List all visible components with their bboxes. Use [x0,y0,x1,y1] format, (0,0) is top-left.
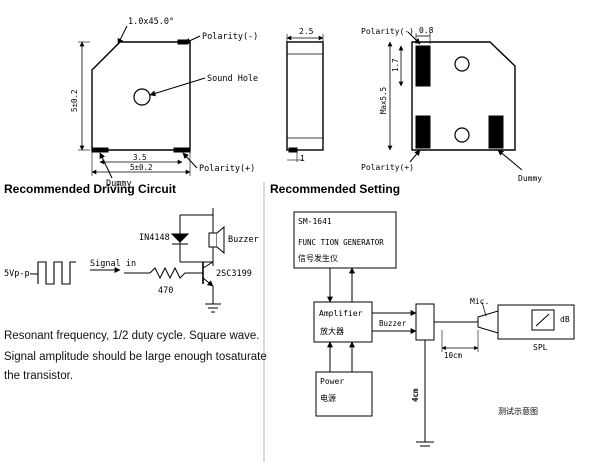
spl-label: SPL [533,343,548,352]
distance-label: 10cm [444,351,463,360]
amplifier-cn-label: 放大器 [320,326,344,336]
pad-dim-label: 0.8 [419,26,434,35]
sound-hole-icon [133,88,151,106]
polarity-plus-pad [173,147,191,153]
function-generator-box [293,211,397,269]
height-label: 4cm [411,388,420,402]
locating-hole-icon [454,127,470,143]
polarity-minus-pad [415,45,431,87]
buzzer-under-test [415,303,435,341]
driving-description-line1: Resonant frequency, 1/2 duty cycle. Squa… [4,330,260,342]
driving-description-line3: the transistor. [4,370,74,382]
diode-icon [170,233,190,243]
driving-circuit [30,208,225,313]
power-box [315,371,373,417]
generator-cn-label: 信号发生仪 [298,253,338,263]
width-dim-label: 5±0.2 [130,163,153,172]
power-label: Power [320,377,344,386]
dummy-pad-bottom [488,115,504,149]
front-body [91,41,191,151]
front-view [78,25,206,179]
amplifier-label: Amplifier [319,309,363,318]
diode-label: IN4148 [139,233,170,243]
side-width-label: 2.5 [299,27,314,36]
mic-label: Mic. [470,297,489,306]
locating-hole-icon [454,56,470,72]
front-dummy-label: Dummy [106,179,132,189]
driving-circuit-heading: Recommended Driving Circuit [4,182,176,196]
buzzer-icon [208,232,218,248]
square-wave-icon [37,261,76,285]
pitch-dim-label: 3.5 [133,153,147,162]
amplifier-box [313,301,373,343]
front-polarity-minus-label: Polarity(-) [202,32,258,42]
meter-unit-label: dB [560,315,570,324]
generator-name-label: FUNC TION GENERATOR [298,238,384,247]
bottom-view [387,31,523,171]
pad-height-label: 1.7 [391,58,400,72]
height-dim-label: 5±0.2 [70,89,79,112]
microphone-icon [477,310,499,334]
bottom-polarity-plus-label: Polarity(+) [361,163,414,172]
bottom-polarity-minus-label: Polarity(-) [361,27,414,36]
bottom-dummy-label: Dummy [518,174,542,183]
side-view [286,34,324,162]
side-foot-label: 1 [300,154,305,163]
front-polarity-plus-label: Polarity(+) [199,164,255,174]
setting-diagram [293,211,575,447]
side-body [286,41,324,151]
resistor-icon [149,266,203,280]
max-dim-label: Max5.5 [379,87,388,114]
signal-in-label: Signal in [90,259,136,269]
setting-caption: 测试示意图 [498,406,538,416]
setting-buzzer-label: Buzzer [379,319,407,328]
sound-hole-label: Sound Hole [207,74,258,84]
generator-model-label: SM-1641 [298,217,332,226]
power-cn-label: 电源 [320,393,336,403]
driving-description-line2: Signal amplitude should be large enough … [4,351,267,363]
polarity-plus-pad [415,115,431,149]
transistor-label: 2SC3199 [216,269,252,279]
source-label: 5Vp-p [4,269,30,279]
setting-heading: Recommended Setting [270,182,400,196]
dummy-pad [91,147,109,153]
chamfer-label: 1.0x45.0° [128,17,174,27]
resistor-label: 470 [158,286,173,296]
driving-buzzer-label: Buzzer [228,235,259,245]
